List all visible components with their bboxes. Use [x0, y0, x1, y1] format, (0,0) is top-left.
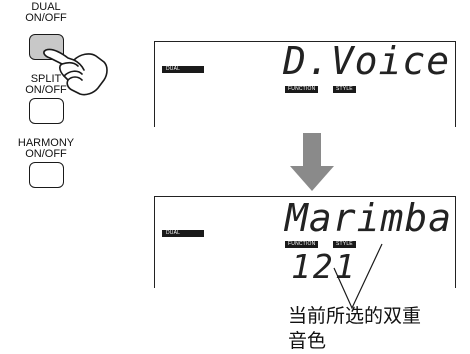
function-indicator: FUNCTION	[285, 241, 319, 248]
voice-number: 121	[291, 247, 357, 286]
style-indicator: STYLE	[333, 241, 356, 248]
lcd-main-text: Marimba	[285, 196, 453, 240]
dual-indicator: DUAL	[162, 230, 204, 237]
harmony-on-off-button[interactable]	[29, 162, 64, 188]
function-indicator: FUNCTION	[285, 86, 319, 93]
pointing-hand-icon	[43, 48, 108, 96]
callout-text: 当前所选的双重 音色	[288, 305, 422, 352]
dual-button-label: DUAL ON/OFF	[25, 1, 67, 24]
style-indicator: STYLE	[333, 86, 356, 93]
split-button-label: SPLIT ON/OFF	[25, 73, 67, 96]
harmony-button-label: HARMONY ON/OFF	[17, 137, 75, 160]
split-on-off-button[interactable]	[29, 98, 64, 124]
dual-indicator: DUAL	[162, 66, 204, 73]
down-arrow-icon	[290, 133, 334, 191]
lcd-main-text: D.Voice	[283, 39, 451, 83]
lcd-display-top: DUAL D.Voice FUNCTION STYLE	[154, 39, 456, 127]
callout-leader-lines	[333, 243, 383, 310]
lcd-display-bottom: DUAL Marimba FUNCTION STYLE 121	[154, 196, 456, 288]
